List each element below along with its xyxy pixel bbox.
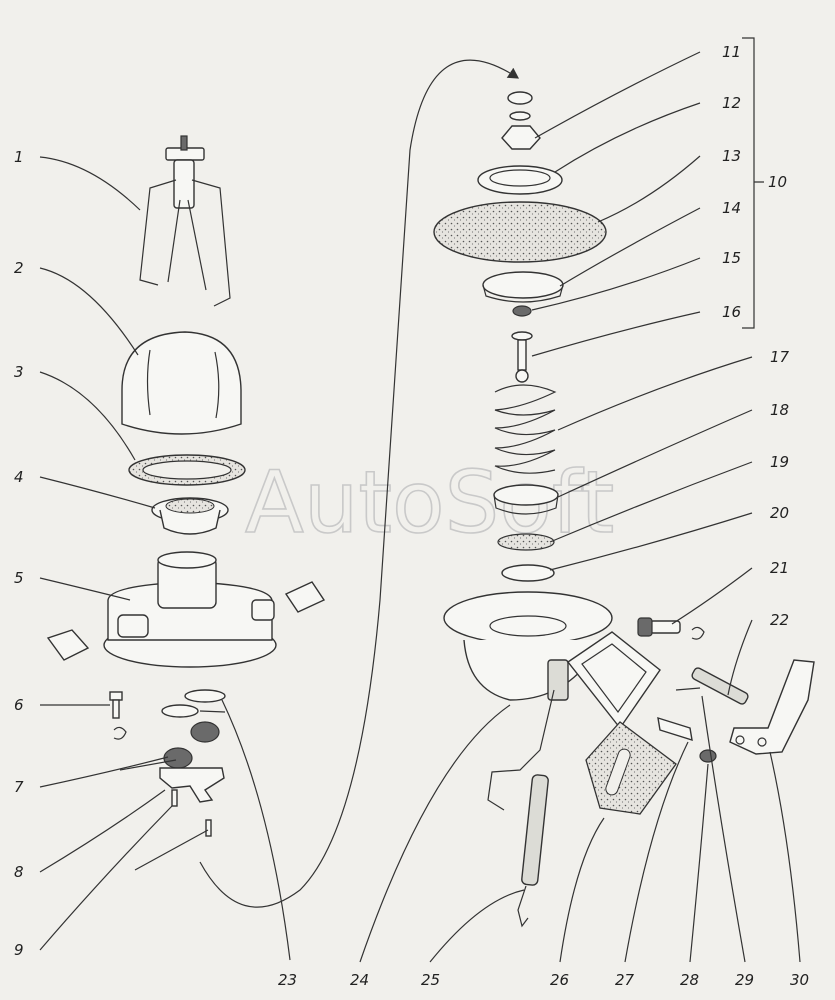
part-6-screw (109, 691, 127, 740)
callout-9: 9 (14, 941, 24, 959)
callout-12: 12 (722, 94, 741, 112)
part-27-link (657, 716, 693, 742)
part-1-yoke-clamp (139, 135, 231, 307)
callout-28: 28 (680, 971, 699, 989)
callout-13: 13 (722, 147, 741, 165)
leader-lines (39, 51, 801, 963)
callout-16: 16 (722, 303, 741, 321)
callout-24: 24 (350, 971, 369, 989)
callout-7: 7 (14, 778, 24, 796)
callout-26: 26 (550, 971, 569, 989)
callout-25: 25 (421, 971, 440, 989)
callout-15: 15 (722, 249, 741, 267)
part-13-diaphragm (433, 201, 607, 263)
part-22-lever-spring (675, 667, 749, 705)
part-4-filter-screen (151, 497, 229, 535)
callout-18: 18 (770, 401, 789, 419)
group-10-bracket (742, 37, 764, 329)
part-16-pull-rod (511, 331, 533, 383)
part-17-diaphragm-spring (494, 384, 557, 474)
callout-6: 6 (14, 696, 24, 714)
part-24-pump-body (443, 591, 613, 701)
part-25-return-spring (487, 689, 555, 928)
assembly-arrow (199, 59, 520, 908)
part-28-bushing (699, 749, 717, 763)
callout-4: 4 (14, 468, 24, 486)
part-18-spring-seat (493, 484, 559, 515)
part-9-screws (171, 789, 212, 837)
callout-21: 21 (770, 559, 789, 577)
part-15-washer (512, 305, 532, 317)
callout-10: 10 (768, 173, 787, 191)
callout-14: 14 (722, 199, 741, 217)
part-8-valve-plate (159, 767, 225, 803)
callout-1: 1 (14, 148, 24, 166)
part-3-gasket (128, 454, 246, 486)
callout-5: 5 (14, 569, 24, 587)
callout-2: 2 (14, 259, 24, 277)
part-14-lower-cup (482, 271, 564, 303)
part-5-pump-head (46, 551, 326, 668)
callout-30: 30 (790, 971, 809, 989)
part-23-gaskets (161, 689, 226, 718)
part-20-seal-retainer (501, 564, 555, 582)
callout-17: 17 (770, 348, 790, 366)
part-11-nut (501, 91, 541, 150)
callout-3: 3 (14, 363, 24, 381)
callout-19: 19 (770, 453, 789, 471)
callout-20: 20 (770, 504, 789, 522)
part-26-flange-gasket (566, 631, 677, 815)
part-2-glass-bowl (121, 331, 242, 435)
part-12-upper-cup (477, 165, 563, 195)
callout-29: 29 (735, 971, 754, 989)
callout-11: 11 (722, 43, 741, 61)
part-21-bolt (637, 617, 705, 640)
callout-22: 22 (770, 611, 789, 629)
watermark: AutoSoft (245, 453, 614, 553)
part-30-priming-lever (729, 659, 815, 755)
callout-8: 8 (14, 863, 24, 881)
part-19-seal (497, 533, 555, 551)
callout-23: 23 (278, 971, 297, 989)
callout-27: 27 (615, 971, 635, 989)
